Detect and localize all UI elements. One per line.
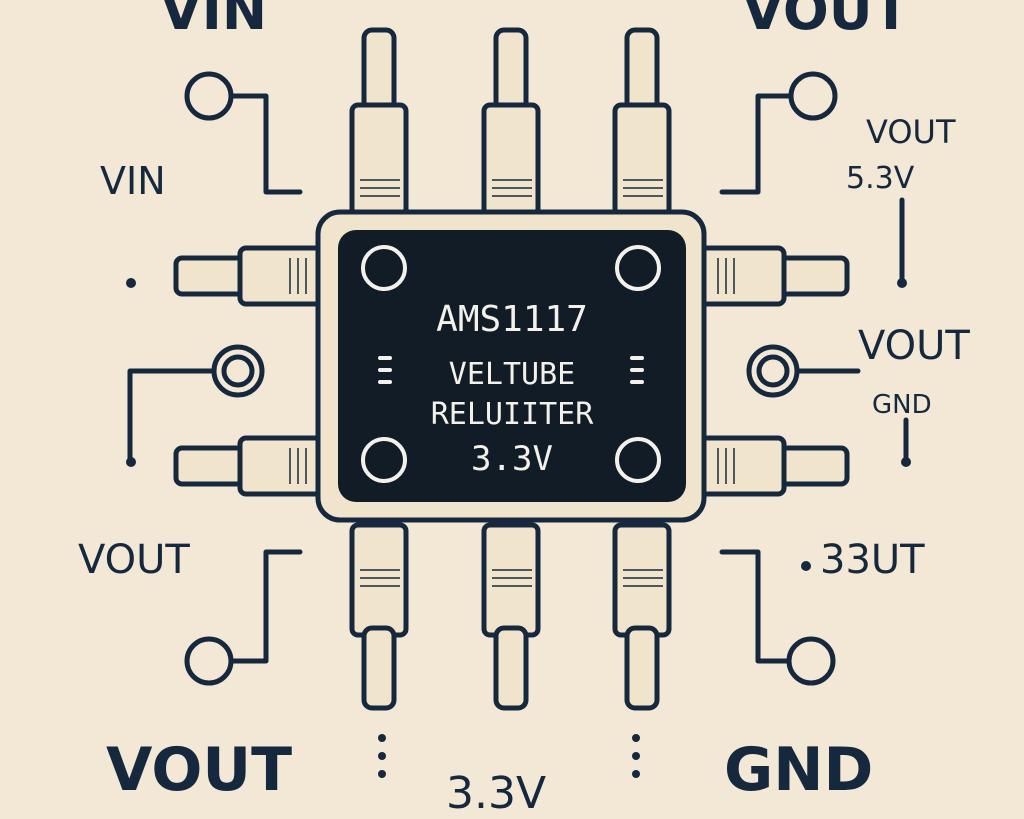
dot-marker — [897, 278, 907, 288]
bottom-pin-3 — [612, 522, 672, 711]
mount-hole-icon — [361, 437, 407, 483]
vout-wire — [719, 93, 793, 195]
gnd-wire — [719, 549, 791, 664]
chip-part-number: AMS1117 — [436, 299, 588, 340]
dot-marker — [126, 457, 136, 467]
label-5v-right: 5.3V — [846, 161, 915, 196]
pinout-diagram: AMS1117 VELTUBE RELUIITER 3.3V VIN VOUT … — [78, 0, 970, 816]
left-terminal-inner-icon — [221, 354, 255, 388]
left-pin-lower — [173, 435, 333, 497]
vout-bottom-terminal-icon — [184, 636, 234, 686]
bottom-pin-2 — [481, 522, 541, 711]
bottom-pin-1 — [349, 522, 409, 711]
chip-line-2: VELTUBE — [448, 357, 576, 392]
dot-marker — [378, 752, 386, 760]
label-vout-right-mid: VOUT — [858, 323, 970, 369]
gnd-terminal-icon — [786, 636, 836, 686]
ams1117-chip — [315, 209, 707, 523]
label-3v3-bottom: 3.3V — [446, 768, 547, 819]
dot-marker — [126, 278, 136, 288]
vout-bottom-wire — [229, 549, 303, 664]
right-terminal-inner-icon — [756, 354, 790, 388]
dot-marker — [378, 734, 386, 742]
dot-marker — [632, 752, 640, 760]
right-pin-lower — [691, 435, 850, 497]
chip-line-3: RELUIITER — [430, 397, 594, 432]
mount-hole-icon — [361, 245, 407, 291]
mount-hole-icon — [615, 437, 661, 483]
label-vin-left: VIN — [100, 159, 166, 203]
vout-terminal-icon — [788, 71, 838, 121]
label-gnd-right-mid: GND — [872, 390, 932, 420]
dot-marker — [801, 561, 811, 571]
vin-wire — [229, 93, 303, 195]
label-vin-top: VIN — [160, 0, 268, 42]
vin-terminal-icon — [184, 71, 234, 121]
chip-label-area: AMS1117 VELTUBE RELUIITER 3.3V — [338, 230, 686, 502]
diagram-wires-and-pins — [126, 27, 911, 778]
right-terminal-icon — [746, 344, 800, 398]
label-vout-bottom: VOUT — [106, 735, 293, 805]
left-terminal-icon — [211, 344, 265, 398]
dot-marker — [378, 770, 386, 778]
label-vout-top: VOUT — [742, 0, 910, 42]
chip-voltage: 3.3V — [471, 439, 553, 479]
right-pin-upper — [691, 245, 850, 307]
dot-marker — [632, 770, 640, 778]
mount-hole-icon — [615, 245, 661, 291]
label-vout-right-upper: VOUT — [866, 113, 956, 151]
label-gnd-bottom: GND — [724, 735, 874, 805]
label-vout-left-lower: VOUT — [78, 537, 190, 583]
dot-marker — [632, 734, 640, 742]
dot-marker — [901, 457, 911, 467]
label-33ut-right: 33UT — [820, 537, 925, 583]
